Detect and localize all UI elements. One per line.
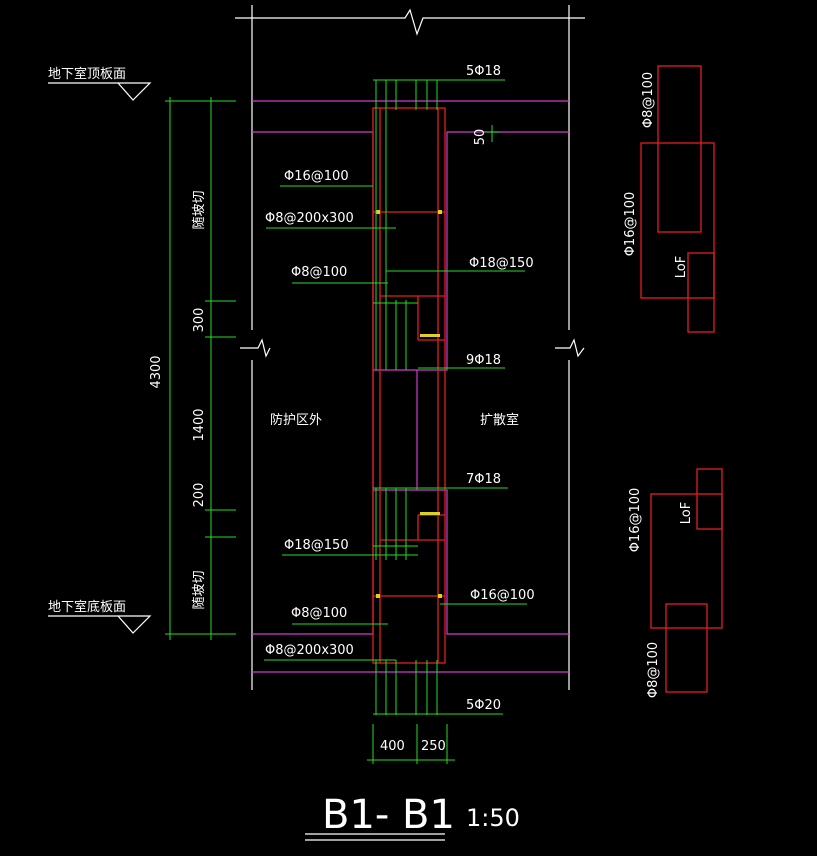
green-rebar — [165, 79, 527, 764]
level-bottom-label: 地下室底板面 — [48, 599, 126, 615]
top-break-line — [235, 5, 585, 690]
dim-segment-bottom: 随坡切 — [192, 570, 207, 609]
detail-upper-lof: LoF — [674, 256, 689, 278]
detail-lower-phi8: Φ8@100 — [646, 642, 661, 698]
detail-upper — [640, 65, 715, 333]
slab-outlines — [252, 100, 569, 673]
rebar-phi18-150-right: Φ18@150 — [469, 256, 534, 271]
dim-offset-50: 50 — [473, 129, 488, 146]
dim-segment-300: 300 — [192, 308, 207, 333]
dim-width-250: 250 — [421, 739, 446, 754]
stirrup-marks — [376, 210, 442, 598]
detail-lower-lof: LoF — [679, 502, 694, 524]
rebar-phi8-200x300-upper: Φ8@200x300 — [265, 211, 354, 226]
dim-segment-top: 随坡切 — [192, 190, 207, 229]
level-top-label: 地下室顶板面 — [48, 66, 126, 82]
rebar-phi16-100-upper: Φ16@100 — [284, 169, 349, 184]
drawing-scale: 1:50 — [466, 804, 520, 832]
dim-width-400: 400 — [380, 739, 405, 754]
title-underline — [305, 833, 445, 841]
level-markers — [48, 82, 152, 634]
rebar-5phi18: 5Φ18 — [466, 64, 501, 79]
rebar-phi8-200x300-lower: Φ8@200x300 — [265, 643, 354, 658]
detail-upper-phi16: Φ16@100 — [623, 192, 638, 257]
detail-lower — [650, 468, 723, 693]
drawing-title: B1- B1 — [322, 792, 455, 838]
rebar-9phi18: 9Φ18 — [466, 353, 501, 368]
dim-segment-1400: 1400 — [192, 408, 207, 441]
wall-rebar — [372, 107, 446, 664]
rebar-phi8-100-lower: Φ8@100 — [291, 606, 347, 621]
dim-total-4300: 4300 — [149, 355, 164, 388]
dim-segment-200: 200 — [192, 483, 207, 508]
zone-right-label: 扩散室 — [480, 412, 519, 428]
detail-lower-phi16: Φ16@100 — [628, 488, 643, 553]
rebar-phi8-100-upper: Φ8@100 — [291, 265, 347, 280]
rebar-5phi20: 5Φ20 — [466, 698, 501, 713]
rebar-phi18-150-left: Φ18@150 — [284, 538, 349, 553]
rebar-7phi18: 7Φ18 — [466, 472, 501, 487]
detail-upper-phi8: Φ8@100 — [641, 72, 656, 128]
rebar-phi16-100-lower: Φ16@100 — [470, 588, 535, 603]
zone-left-label: 防护区外 — [270, 412, 322, 428]
